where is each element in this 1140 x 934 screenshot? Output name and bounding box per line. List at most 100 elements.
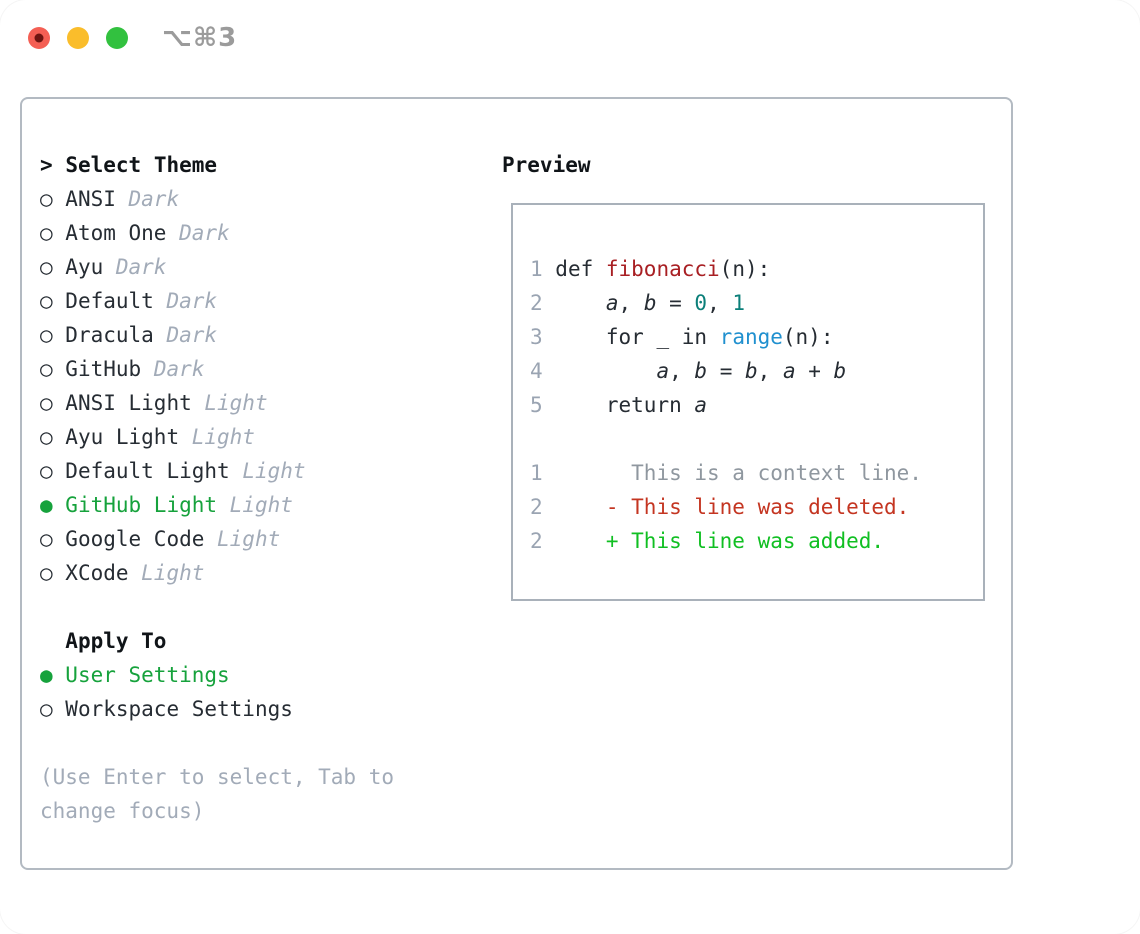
- code-segment: 0: [694, 291, 708, 315]
- theme-option[interactable]: ○ Dracula Dark: [40, 318, 470, 352]
- code-segment: b: [745, 359, 758, 383]
- line-number: 2: [530, 529, 543, 553]
- radio-unselected-icon: ○: [40, 221, 53, 245]
- code-segment: range: [719, 325, 783, 349]
- theme-picker-panel: > Select Theme ○ ANSI Dark○ Atom One Dar…: [20, 97, 1013, 870]
- theme-name: ANSI Light: [52, 391, 192, 415]
- line-number: 2: [530, 495, 543, 519]
- code-segment: ,: [757, 359, 783, 383]
- theme-name: Default Light: [52, 459, 230, 483]
- apply-to-title: Apply To: [65, 629, 167, 653]
- code-segment: 1: [732, 291, 746, 315]
- theme-option[interactable]: ○ Google Code Light: [40, 522, 470, 556]
- theme-variant-tag: Light: [179, 425, 255, 449]
- theme-variant-tag: Dark: [166, 221, 230, 245]
- theme-option[interactable]: ○ Atom One Dark: [40, 216, 470, 250]
- theme-option[interactable]: ● GitHub Light Light: [40, 488, 470, 522]
- radio-unselected-icon: ○: [40, 255, 53, 279]
- theme-list-column: > Select Theme ○ ANSI Dark○ Atom One Dar…: [40, 148, 470, 828]
- code-segment: ,: [618, 291, 644, 315]
- minimize-button-icon[interactable]: [67, 27, 89, 49]
- radio-unselected-icon: ○: [40, 697, 53, 721]
- select-theme-title-pad: [53, 153, 66, 177]
- theme-variant-tag: Dark: [141, 357, 205, 381]
- line-number: 4: [530, 359, 543, 383]
- theme-name: Ayu: [52, 255, 104, 279]
- line-number: 1: [530, 257, 543, 281]
- code-line: 2 + This line was added.: [530, 524, 983, 558]
- code-segment: ,: [707, 291, 733, 315]
- close-button-icon[interactable]: [28, 27, 50, 49]
- code-segment: +: [795, 359, 834, 383]
- theme-variant-tag: Dark: [153, 289, 218, 313]
- code-segment: This is a context line.: [542, 461, 922, 485]
- code-segment: a: [656, 359, 670, 383]
- radio-selected-icon: ●: [40, 663, 53, 687]
- line-number: 2: [530, 291, 543, 315]
- code-segment: return: [542, 393, 695, 417]
- code-line: 1 This is a context line.: [530, 456, 983, 490]
- apply-to-label: Workspace Settings: [52, 697, 293, 721]
- apply-to-pad: [40, 629, 65, 653]
- apply-to-header: Apply To: [40, 624, 470, 658]
- theme-list: ○ ANSI Dark○ Atom One Dark○ Ayu Dark○ De…: [40, 182, 470, 590]
- theme-name: Ayu Light: [52, 425, 180, 449]
- close-button-dot-icon: [34, 33, 44, 43]
- code-segment: [543, 291, 606, 315]
- theme-variant-tag: Light: [191, 391, 268, 415]
- select-theme-header: > Select Theme: [40, 148, 470, 182]
- apply-to-option[interactable]: ● User Settings: [40, 658, 470, 692]
- code-segment: a: [694, 393, 708, 417]
- theme-option[interactable]: ○ XCode Light: [40, 556, 470, 590]
- theme-name: Google Code: [52, 527, 205, 551]
- zoom-button-icon[interactable]: [106, 27, 128, 49]
- code-segment: ,: [669, 359, 695, 383]
- theme-variant-tag: Light: [229, 459, 306, 483]
- code-segment: [543, 529, 606, 553]
- theme-option[interactable]: ○ Ayu Dark: [40, 250, 470, 284]
- radio-unselected-icon: ○: [40, 289, 53, 313]
- line-number: 1: [530, 461, 543, 485]
- code-segment: fibonacci: [605, 257, 720, 281]
- theme-name: Atom One: [52, 221, 167, 245]
- theme-option[interactable]: ○ ANSI Dark: [40, 182, 470, 216]
- radio-unselected-icon: ○: [40, 391, 53, 415]
- radio-unselected-icon: ○: [40, 187, 53, 211]
- apply-to-list: ● User Settings○ Workspace Settings: [40, 658, 470, 726]
- cursor-marker-icon: >: [40, 153, 53, 177]
- theme-option[interactable]: ○ Default Dark: [40, 284, 470, 318]
- theme-option[interactable]: ○ ANSI Light Light: [40, 386, 470, 420]
- line-number: 3: [530, 325, 543, 349]
- theme-variant-tag: Dark: [153, 323, 218, 347]
- theme-name: GitHub: [52, 357, 142, 381]
- theme-option[interactable]: ○ GitHub Dark: [40, 352, 470, 386]
- help-text: (Use Enter to select, Tab to change focu…: [40, 765, 395, 823]
- theme-variant-tag: Light: [204, 527, 281, 551]
- apply-to-label: User Settings: [52, 663, 230, 687]
- code-line: 5 return a: [530, 388, 983, 422]
- code-line: 2 - This line was deleted.: [530, 490, 983, 524]
- code-segment: b: [694, 359, 708, 383]
- theme-variant-tag: Light: [128, 561, 205, 585]
- code-line: [530, 422, 983, 456]
- theme-name: GitHub Light: [52, 493, 218, 517]
- code-segment: b: [833, 359, 847, 383]
- window-shortcut-label: ⌥⌘3: [162, 23, 238, 53]
- radio-unselected-icon: ○: [40, 561, 53, 585]
- code-segment: [543, 359, 657, 383]
- apply-to-option[interactable]: ○ Workspace Settings: [40, 692, 470, 726]
- radio-unselected-icon: ○: [40, 459, 53, 483]
- theme-option[interactable]: ○ Ayu Light Light: [40, 420, 470, 454]
- theme-option[interactable]: ○ Default Light Light: [40, 454, 470, 488]
- code-segment: def: [542, 257, 606, 281]
- code-segment: a: [782, 359, 796, 383]
- theme-name: XCode: [52, 561, 129, 585]
- select-theme-title: Select Theme: [65, 153, 218, 177]
- line-number: 5: [530, 393, 543, 417]
- code-line: 4 a, b = b, a + b: [530, 354, 983, 388]
- code-segment: (n):: [782, 325, 834, 349]
- code-segment: [543, 495, 606, 519]
- code-segment: b: [643, 291, 657, 315]
